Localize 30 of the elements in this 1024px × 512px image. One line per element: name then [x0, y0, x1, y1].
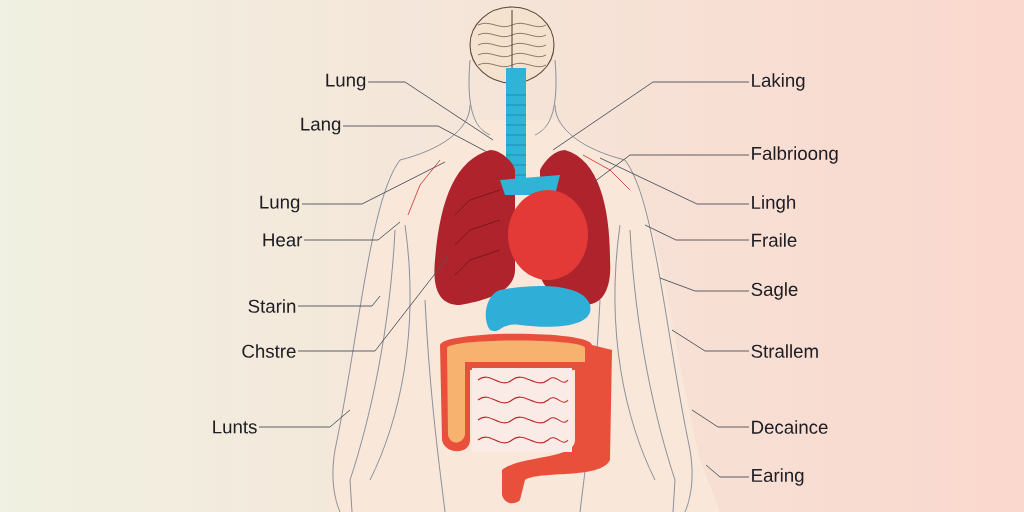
leader-line — [599, 157, 750, 205]
leader-line — [671, 329, 750, 352]
leader-line — [644, 224, 750, 241]
part-label: Sagle — [751, 282, 798, 300]
leader-line — [342, 125, 488, 153]
part-label: Hear — [263, 233, 303, 247]
part-label: Laking — [752, 73, 805, 91]
part-label: Fraile — [752, 233, 797, 247]
leader-line — [297, 256, 449, 352]
part-label: Starin — [248, 299, 296, 313]
part-label: Lingh — [752, 195, 796, 213]
leader-line — [691, 409, 750, 428]
part-label: Lang — [301, 117, 341, 135]
part-label: Earing — [752, 468, 804, 486]
leader-line — [705, 464, 750, 478]
leader-line — [593, 154, 750, 183]
leader-line — [303, 221, 401, 241]
leader-line — [659, 277, 750, 292]
part-label: Strallem — [751, 344, 818, 358]
part-label: Lunts — [213, 420, 257, 434]
part-label: Falbrioong — [752, 146, 838, 164]
leader-line — [301, 161, 446, 205]
part-label: Decaince — [752, 420, 828, 434]
part-label: Lung — [260, 195, 300, 213]
leader-line — [552, 81, 750, 151]
part-label: Lung — [326, 73, 366, 91]
leader-line — [297, 295, 381, 307]
leader-line — [367, 81, 494, 141]
leader-line — [258, 409, 351, 428]
part-label: Chstre — [242, 344, 296, 358]
